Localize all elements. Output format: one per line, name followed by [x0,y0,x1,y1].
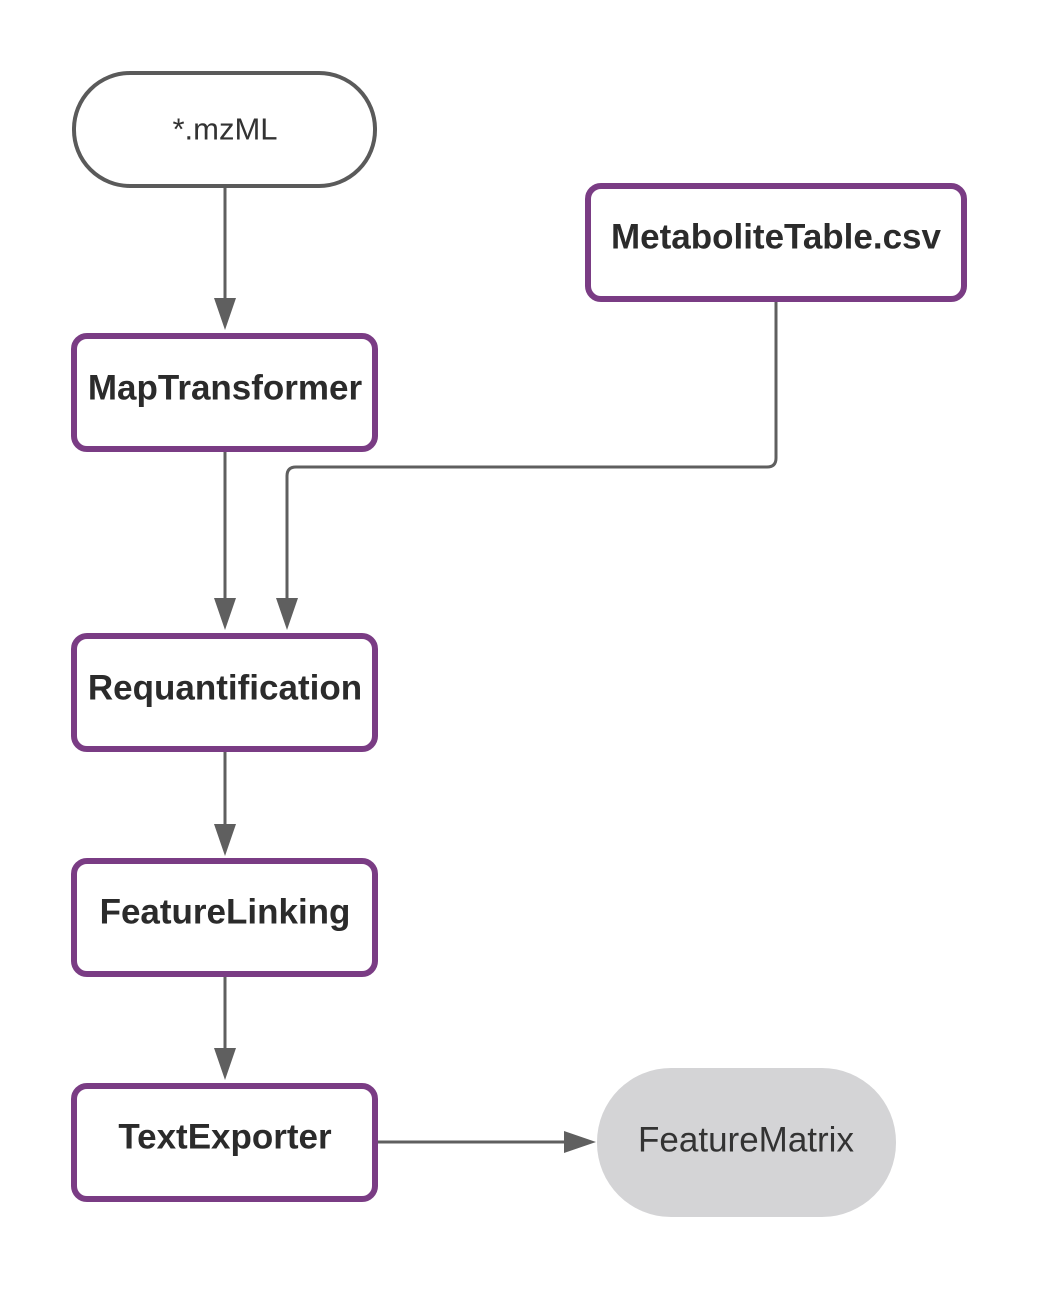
arrowhead-textexporter [214,1048,236,1080]
process-box [71,333,378,452]
node-feature-matrix: FeatureMatrix [597,1068,896,1217]
node-mzml: *.mzML [72,71,377,188]
process-box [71,858,378,977]
terminal-shape [72,71,377,188]
node-label-text-exporter: TextExporter [118,1118,332,1157]
node-feature-linking: FeatureLinking [71,858,378,977]
node-requantification: Requantification [71,633,378,752]
node-metabolite-table: MetaboliteTable.csv [585,183,967,302]
edge-metabolitetable-to-requantification [285,300,778,600]
node-label-metabolite-table: MetaboliteTable.csv [611,218,942,257]
edges [214,187,778,1153]
node-label-mzml: *.mzML [172,112,277,147]
node-label-map-transformer: MapTransformer [88,369,363,408]
arrowhead-requantification-left [214,598,236,630]
arrowhead-maptransformer [214,298,236,330]
arrowhead-requantification-right [276,598,298,630]
node-text-exporter: TextExporter [71,1083,378,1202]
terminal-filled-shape [597,1068,896,1217]
arrowhead-featurelinking [214,824,236,856]
arrowhead-featurematrix [564,1131,596,1153]
node-label-feature-matrix: FeatureMatrix [638,1121,854,1160]
process-box [71,1083,378,1202]
node-label-requantification: Requantification [88,669,362,708]
node-label-feature-linking: FeatureLinking [100,893,351,932]
process-box [585,183,967,302]
process-box [71,633,378,752]
node-map-transformer: MapTransformer [71,333,378,452]
